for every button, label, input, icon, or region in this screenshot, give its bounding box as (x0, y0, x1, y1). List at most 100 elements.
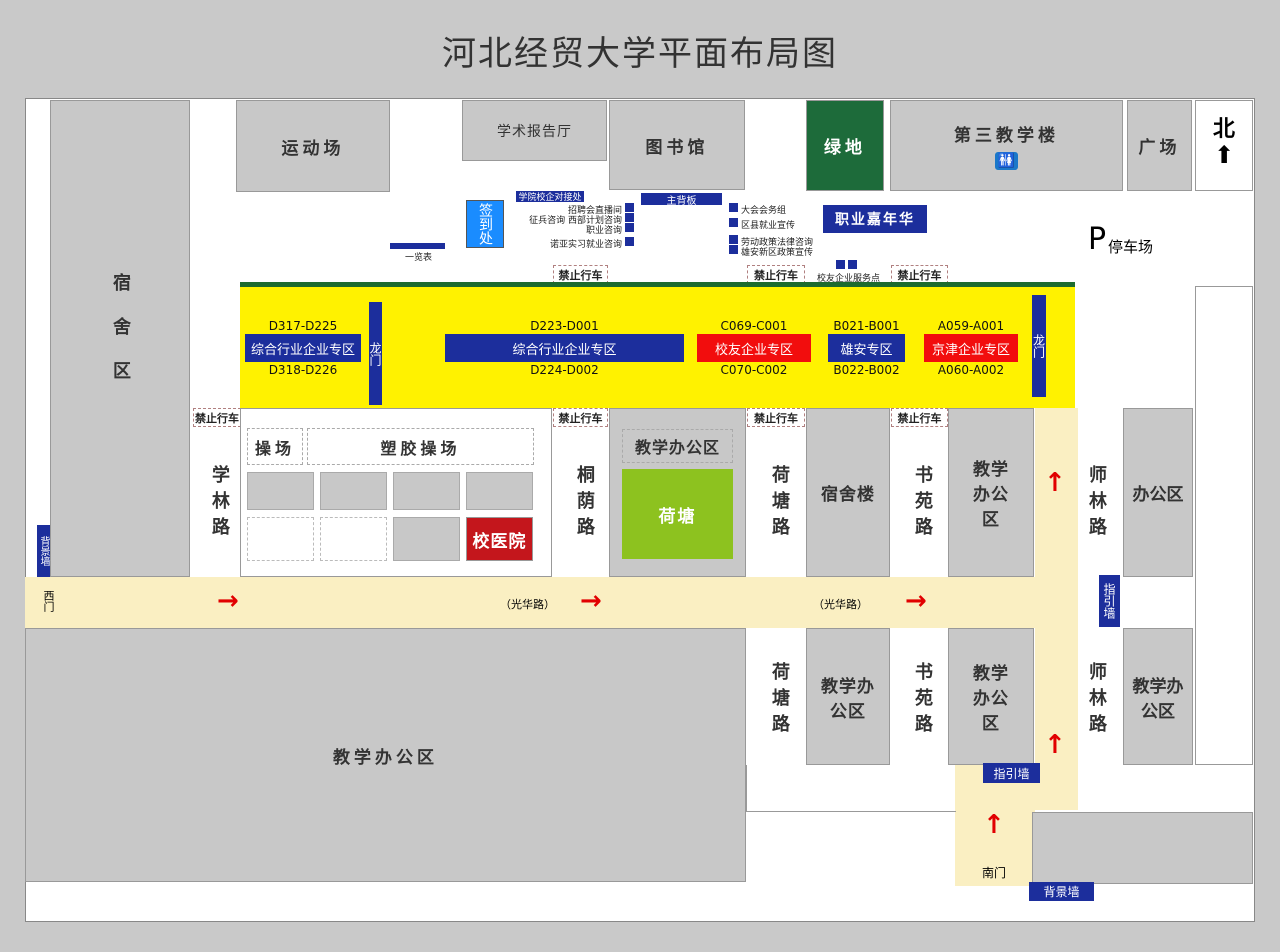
booth-label: 劳动政策法律咨询 (741, 238, 814, 248)
dorm-area: 宿舍区 (50, 100, 190, 577)
plastic-field: 塑胶操场 (307, 428, 534, 465)
zone-alumni: 校友企业专区 (697, 334, 811, 362)
booth-square (848, 260, 857, 269)
north-indicator: 北⬆ (1195, 100, 1253, 191)
shilin-road-label: 师林路 (1086, 465, 1107, 543)
library: 图书馆 (609, 100, 745, 190)
restroom-icon: 🚻 (994, 152, 1019, 170)
overview-label: 一览表 (405, 253, 433, 263)
court (466, 472, 533, 510)
lotus-pond: 荷塘 (622, 469, 733, 559)
zone-range-top: D317-D225 (268, 319, 338, 333)
overview-board (390, 243, 445, 249)
map-title: 河北经贸大学平面布局图 (442, 34, 838, 74)
zone-range-bottom: D224-D002 (530, 363, 599, 377)
south-gate-road (955, 765, 1035, 886)
booth-square (625, 213, 634, 222)
court (247, 472, 314, 510)
booth-label: 职业咨询 (585, 226, 622, 236)
hetang-road-label: 荷塘路 (769, 465, 790, 543)
shuyuan-road-label: 书苑路 (912, 662, 933, 740)
booth-square (625, 223, 634, 232)
east-strip (1195, 286, 1253, 765)
teaching-office-east: 教学办公区 (948, 408, 1034, 577)
zone-jingjin: 京津企业专区 (924, 334, 1018, 362)
left-booth-list: 招聘会直播间 征兵咨询 西部计划咨询 职业咨询 诺亚实习就业咨询 (520, 203, 634, 250)
arrow-right-icon: → (217, 586, 239, 616)
lecture-hall: 学术报告厅 (462, 100, 607, 161)
teaching-office-block: 教学办公区 荷塘 (609, 408, 746, 577)
zone-range-top: B021-B001 (833, 319, 900, 333)
arrow-right-icon: → (580, 586, 602, 616)
teaching-building-3: 第三教学楼🚻 (890, 100, 1123, 191)
teaching-office: 教学办公区 (622, 429, 733, 463)
booth-label: 雄安新区政策宣传 (741, 248, 814, 258)
sports-field: 运动场 (236, 100, 390, 192)
background-wall-west: 背景墙 (37, 525, 50, 577)
court (393, 517, 460, 561)
arrow-up-icon: ↑ (1044, 468, 1066, 498)
career-fair-booth: 职业嘉年华 (823, 205, 927, 233)
parking-label: 停车场 (1108, 238, 1154, 256)
no-traffic-sign: 禁止行车 (891, 265, 948, 284)
booth-square (625, 203, 634, 212)
tongyin-road-label: 桐荫路 (574, 465, 595, 543)
west-gate-label: 西门 (42, 590, 55, 612)
booth-label: 区县就业宣传 (741, 221, 796, 231)
zone-range-top: A059-A001 (937, 319, 1005, 333)
right-booth-list: 大会会务组 区县就业宣传 劳动政策法律咨询 雄安新区政策宣传 (729, 203, 814, 258)
xuelin-road-label: 学林路 (209, 465, 230, 543)
gray-block (1032, 812, 1253, 884)
zone-range-bottom: C070-C002 (720, 363, 788, 377)
dragon-gate-right: 龙门 (1032, 295, 1046, 397)
arrow-up-icon: ↑ (983, 810, 1005, 840)
zone-composite-main: 综合行业企业专区 (445, 334, 684, 362)
school-hospital: 校医院 (466, 517, 533, 561)
college-contact-booth: 学院校企对接处 (516, 191, 584, 203)
parking-icon: P (1088, 222, 1107, 257)
plaza: 广场 (1127, 100, 1192, 191)
court (247, 517, 314, 561)
court (320, 517, 387, 561)
zone-range-top: D223-D001 (530, 319, 599, 333)
teaching-office-south: 教学办公区 (25, 628, 746, 882)
teaching-office-block: 教学办公区 (1123, 628, 1193, 765)
south-gate-label: 南门 (982, 866, 1007, 880)
no-traffic-sign: 禁止行车 (891, 408, 948, 427)
booth-square (729, 235, 738, 244)
green-hedge (240, 282, 1075, 287)
no-traffic-sign: 禁止行车 (747, 408, 805, 427)
zone-composite-left: 综合行业企业专区 (245, 334, 361, 362)
no-traffic-sign: 禁止行车 (193, 408, 241, 427)
booth-square (729, 203, 738, 212)
court (320, 472, 387, 510)
guide-wall-east: 指引墙 (1099, 575, 1120, 627)
dorm-building: 宿舍楼 (806, 408, 890, 577)
hetang-road-label: 荷塘路 (769, 662, 790, 740)
shilin-road-label: 师林路 (1086, 662, 1107, 740)
booth-square (625, 237, 634, 246)
guanghua-road-label: （光华路） (813, 598, 868, 611)
main-board: 主背板 (641, 193, 722, 207)
shilin-road-strip (1035, 408, 1078, 810)
booth-label: 征兵咨询 西部计划咨询 (529, 216, 622, 226)
playground: 操场 (247, 428, 303, 465)
guide-wall-south: 指引墙 (983, 763, 1040, 783)
guanghua-road (25, 577, 1078, 628)
teaching-office-block: 教学办公区 (948, 628, 1034, 765)
arrow-up-icon: ↑ (1044, 730, 1066, 760)
booth-label: 诺亚实习就业咨询 (549, 240, 622, 250)
zone-range-top: C069-C001 (720, 319, 788, 333)
booth-square (836, 260, 845, 269)
booth-square (729, 245, 738, 254)
booth-square (729, 218, 738, 227)
alumni-service-label: 校友企业服务点 (817, 274, 881, 284)
zone-xiongan: 雄安专区 (828, 334, 905, 362)
green-area: 绿地 (806, 100, 884, 191)
guanghua-road-label: （光华路） (500, 598, 555, 611)
dragon-gate-left: 龙门 (368, 302, 382, 405)
zone-range-bottom: D318-D226 (268, 363, 338, 377)
no-traffic-sign: 禁止行车 (553, 408, 608, 427)
signin-desk: 签到处 (466, 200, 504, 248)
no-traffic-sign: 禁止行车 (747, 265, 805, 284)
